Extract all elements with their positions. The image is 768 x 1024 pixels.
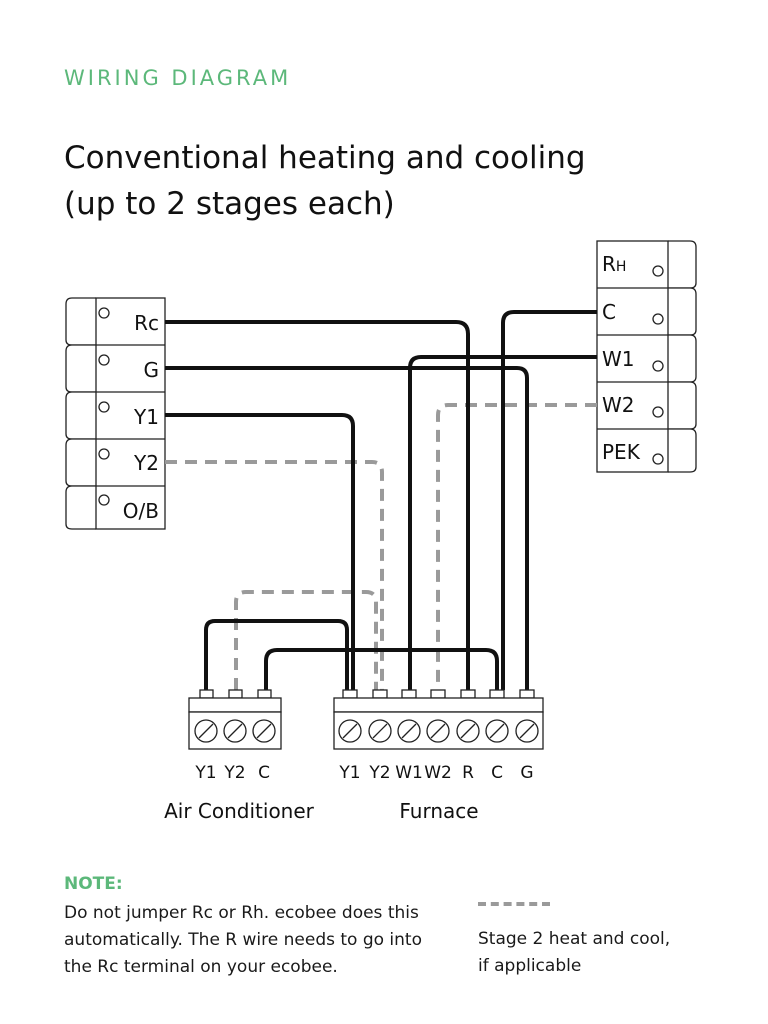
wire-g-to-furnace-g <box>165 366 529 690</box>
wire-y1-to-furnace-y1 <box>165 413 355 690</box>
wire-ac-y1-to-furnace-y1 <box>204 619 349 690</box>
wire-w1-to-furnace-w1 <box>408 355 597 690</box>
page-title-line-1: Conventional heating and cooling <box>64 140 586 176</box>
furnace-terminal-y1: Y1 <box>338 763 360 783</box>
note-heading: NOTE: <box>64 874 123 894</box>
terminal-rh-main: R <box>602 252 616 276</box>
thermostat-terminal-block <box>596 240 697 473</box>
main-wires <box>165 310 597 690</box>
page-title: Conventional heating and cooling (up to … <box>64 135 664 227</box>
furnace-terminal-strip <box>333 689 544 750</box>
wire-w2-to-furnace-w2 <box>436 403 597 690</box>
ecobee-terminal-ob: O/B <box>123 499 159 523</box>
furnace-terminal-w2: W2 <box>424 763 452 783</box>
wire-y2-to-furnace-y2 <box>165 460 384 690</box>
thermostat-terminal-rh: RH <box>602 252 626 276</box>
thermostat-terminal-c: C <box>602 300 616 324</box>
ac-terminal-y1: Y1 <box>194 763 216 783</box>
furnace-label: Furnace <box>399 799 478 823</box>
ecobee-terminal-g: G <box>144 358 160 382</box>
note-line-1: Do not jumper Rc or Rh. ecobee does this <box>64 903 419 923</box>
thermostat-terminal-w2: W2 <box>602 393 635 417</box>
thermostat-terminal-pek: PEK <box>602 440 641 464</box>
legend-dashed-line <box>478 902 550 906</box>
legend-text: Stage 2 heat and cool, if applicable <box>478 926 718 980</box>
wire-ac-c-to-furnace-c <box>264 648 499 690</box>
wire-rc-to-furnace-r <box>165 320 470 690</box>
note-line-3: the Rc terminal on your ecobee. <box>64 957 338 977</box>
furnace-terminal-r: R <box>462 763 474 783</box>
note-line-2: automatically. The R wire needs to go in… <box>64 930 422 950</box>
page-title-line-2: (up to 2 stages each) <box>64 186 395 222</box>
air-conditioner-label: Air Conditioner <box>164 799 315 823</box>
furnace-terminal-g: G <box>520 763 533 783</box>
stage-2-wires <box>165 403 597 690</box>
furnace-terminal-y2: Y2 <box>368 763 390 783</box>
ecobee-terminal-y2: Y2 <box>133 451 159 475</box>
terminal-rh-sub: H <box>616 259 627 275</box>
ecobee-terminal-rc: Rc <box>134 311 159 335</box>
ecobee-terminal-y1: Y1 <box>133 405 159 429</box>
ecobee-terminal-block <box>65 297 166 530</box>
wire-c-to-furnace-c <box>501 310 597 690</box>
air-conditioner-terminal-strip <box>188 689 282 750</box>
ac-terminal-y2: Y2 <box>223 763 245 783</box>
diagram-eyebrow: WIRING DIAGRAM <box>64 66 292 90</box>
furnace-terminal-c: C <box>491 763 503 783</box>
note-body: Do not jumper Rc or Rh. ecobee does this… <box>64 900 444 981</box>
furnace-terminal-w1: W1 <box>395 763 423 783</box>
ac-terminal-c: C <box>258 763 270 783</box>
wire-ac-y2-to-furnace-y1 <box>234 590 378 690</box>
thermostat-terminal-w1: W1 <box>602 347 635 371</box>
legend-line-1: Stage 2 heat and cool, <box>478 929 671 949</box>
legend-line-2: if applicable <box>478 956 582 976</box>
